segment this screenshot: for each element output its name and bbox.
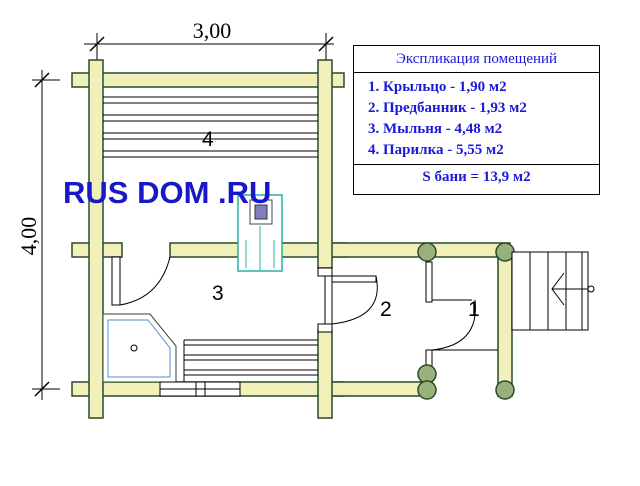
width-dimension: 3,00 xyxy=(84,18,334,62)
porch-right-log xyxy=(497,247,513,397)
post xyxy=(495,380,515,400)
post xyxy=(417,242,437,262)
steam-room-door xyxy=(111,256,171,306)
shower-tray xyxy=(102,313,177,383)
porch-bottom-log xyxy=(329,381,431,397)
top-wall-log xyxy=(71,72,345,88)
legend-items: 1. Крыльцо - 1,90 м2 2. Предбанник - 1,9… xyxy=(354,73,599,165)
legend-table: Экспликация помещений 1. Крыльцо - 1,90 … xyxy=(353,45,600,195)
left-wall-log xyxy=(88,59,104,419)
room-number-1: 1 xyxy=(468,298,480,321)
width-dimension-label: 3,00 xyxy=(193,18,232,43)
post xyxy=(417,380,437,400)
washroom-door xyxy=(317,267,378,333)
legend-item: 3. Мыльня - 4,48 м2 xyxy=(368,121,503,137)
stove xyxy=(237,194,283,272)
walls xyxy=(71,59,513,419)
room-number-2: 2 xyxy=(380,298,392,321)
legend-title: Экспликация помещений xyxy=(354,46,599,73)
porch-steps xyxy=(511,251,595,331)
watermark: RUS DOM .RU xyxy=(63,175,271,210)
middle-wall-log-top xyxy=(317,59,333,269)
steam-room-bench xyxy=(103,96,318,158)
bottom-window xyxy=(159,381,241,397)
washroom-bench xyxy=(183,339,318,382)
porch-posts xyxy=(417,242,515,400)
legend-item: 1. Крыльцо - 1,90 м2 xyxy=(368,79,507,95)
legend-item: 2. Предбанник - 1,93 м2 xyxy=(368,100,527,116)
entrance-door xyxy=(425,261,498,383)
height-dimension-label: 4,00 xyxy=(16,217,41,256)
middle-wall-log-bottom xyxy=(317,329,333,419)
legend-total: S бани = 13,9 м2 xyxy=(422,169,531,185)
room-number-3: 3 xyxy=(212,282,224,305)
post xyxy=(495,242,515,262)
room-number-4: 4 xyxy=(202,128,214,151)
legend-item: 4. Парилка - 5,55 м2 xyxy=(368,142,504,158)
height-dimension: 4,00 xyxy=(16,70,60,400)
